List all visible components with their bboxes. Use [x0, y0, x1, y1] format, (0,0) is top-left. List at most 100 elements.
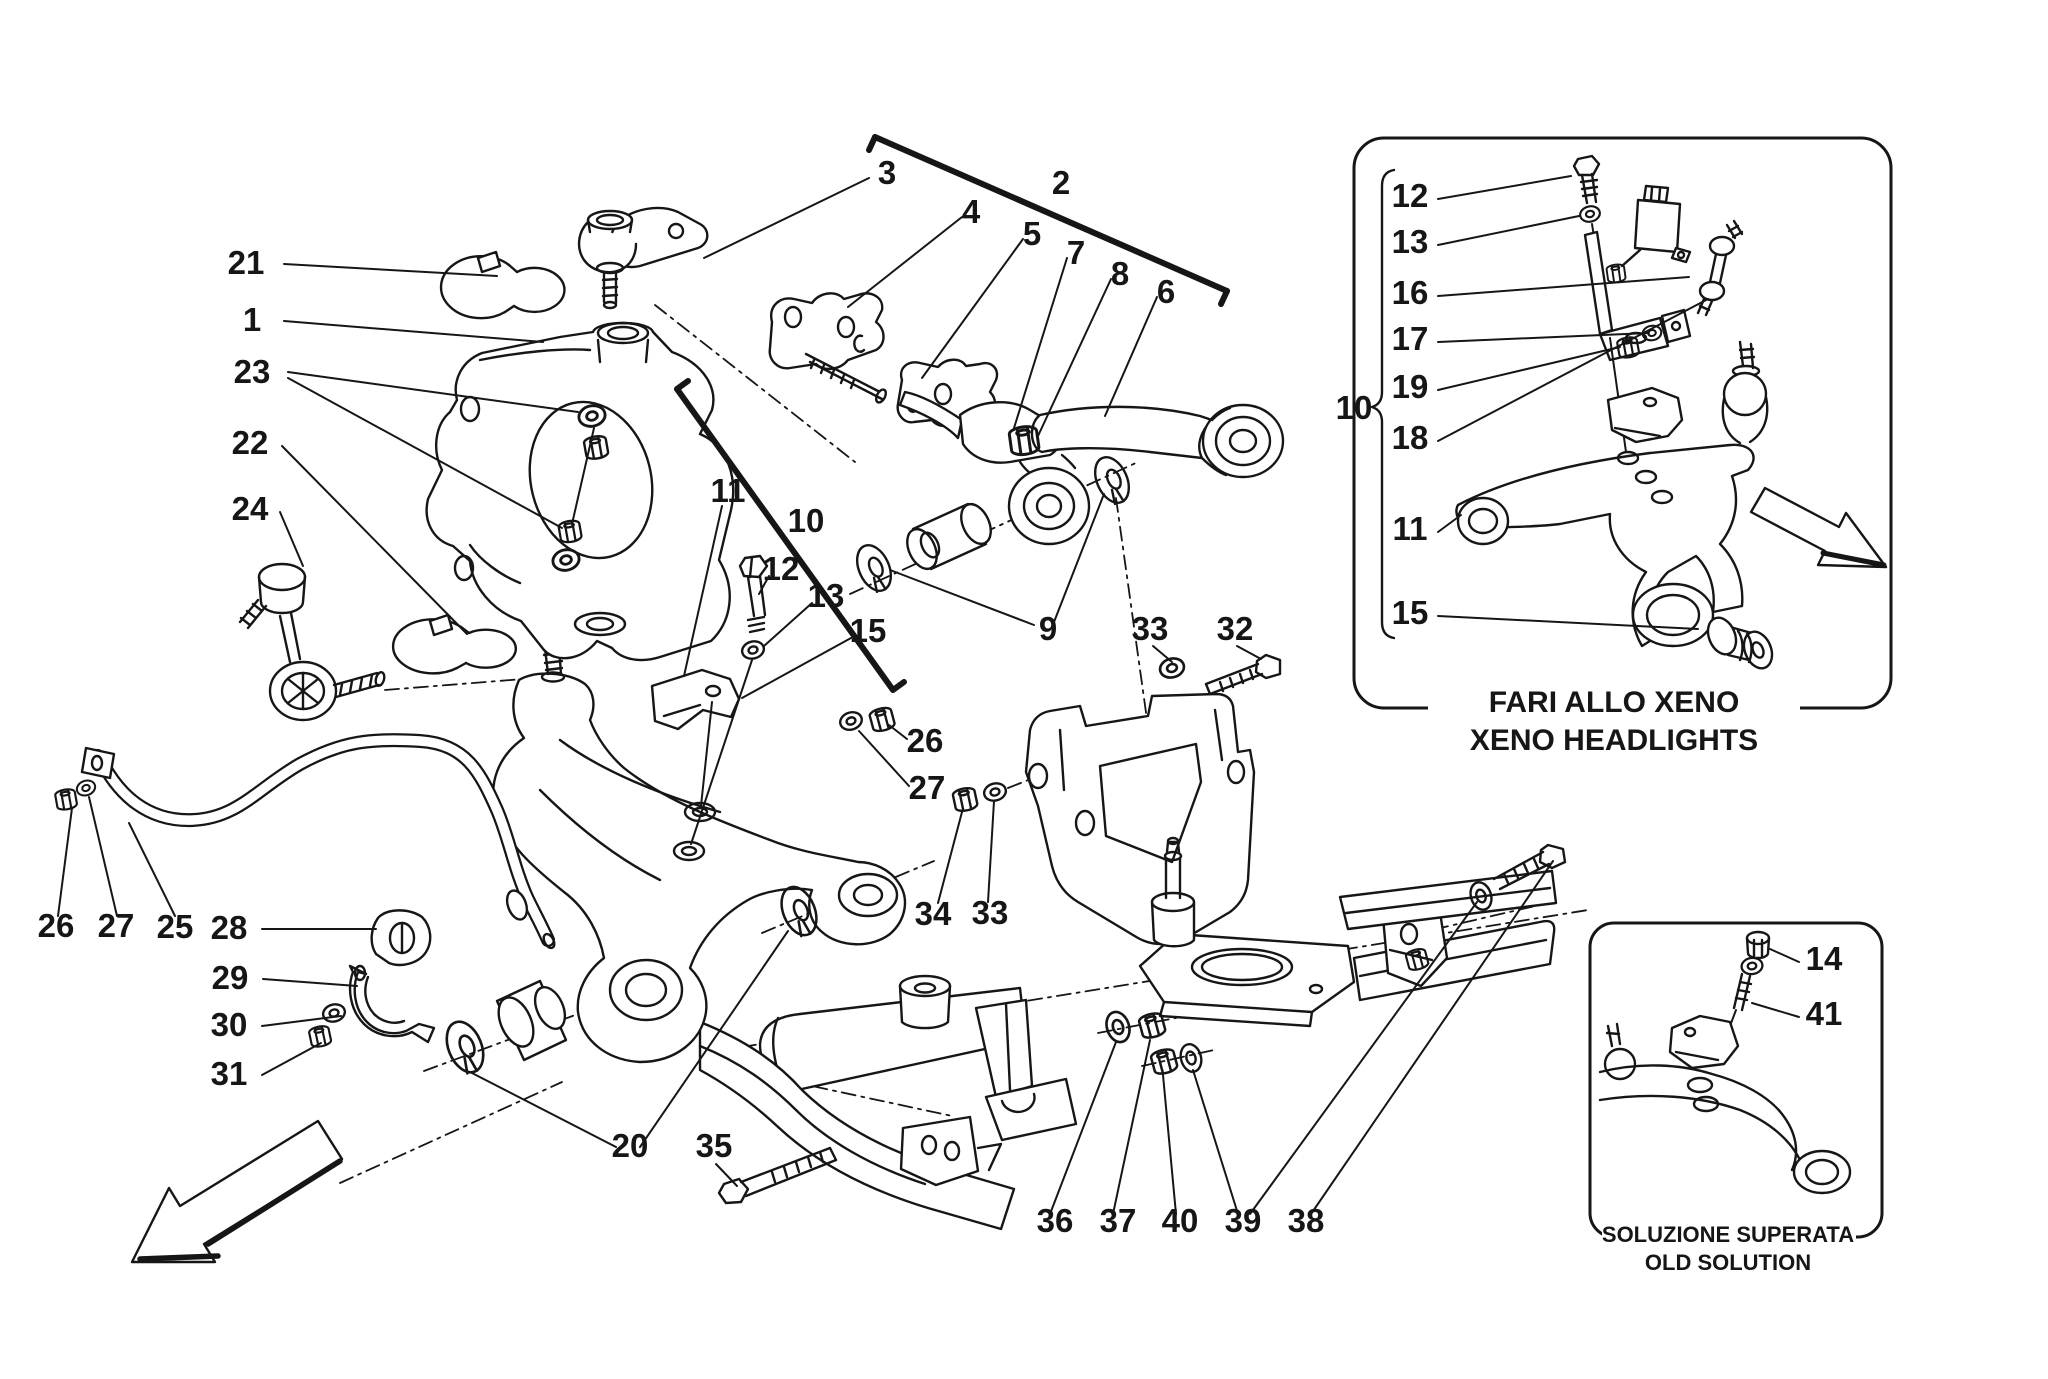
part-bushing-set-9 [849, 450, 1137, 598]
sensor-link [1696, 219, 1744, 317]
callout-26: 26 [38, 907, 75, 944]
leader-x18 [1437, 298, 1709, 442]
leader-x15 [1437, 615, 1699, 630]
leader-6 [1104, 296, 1158, 417]
callout-7: 7 [1067, 234, 1085, 271]
callout-36: 36 [1037, 1202, 1074, 1239]
leader-x16 [1437, 276, 1690, 297]
inset-old-art [1598, 930, 1852, 1195]
part-stabilizer-bar [53, 733, 556, 950]
leader-x12 [1437, 175, 1572, 200]
leader-31 [261, 1042, 322, 1076]
leader-22 [281, 445, 468, 635]
leader-12 [758, 575, 770, 595]
mid-fasteners [717, 653, 1567, 1205]
callout-inset-13: 13 [1392, 223, 1429, 260]
leader-27m [858, 730, 910, 787]
part-clamp-upper [439, 250, 566, 320]
callout-inset-16: 16 [1392, 274, 1429, 311]
part-stabilizer-link [238, 562, 386, 722]
leader-14 [1769, 948, 1800, 963]
callout-15: 15 [850, 612, 887, 649]
callout-25: 25 [157, 908, 194, 945]
inset-xeno-caption-en: XENO HEADLIGHTS [1470, 724, 1758, 757]
callout-inset-17: 17 [1392, 320, 1429, 357]
leader-33 [1152, 645, 1173, 663]
bolt-38 [1403, 843, 1567, 973]
callout-inset-10: 10 [1336, 389, 1373, 426]
inset-leader-lines [1437, 175, 1709, 630]
callout-38: 38 [1288, 1202, 1325, 1239]
leader-35 [715, 1163, 738, 1187]
callout-39: 39 [1225, 1202, 1262, 1239]
part-lower-wishbone [438, 646, 907, 1079]
callout-10-brace [1370, 168, 1396, 640]
callout-labels: 21 1 23 22 24 3 2 4 5 7 8 6 11 10 12 13 … [38, 154, 1843, 1239]
inset-old-caption-en: OLD SOLUTION [1645, 1250, 1811, 1275]
callout-27: 27 [98, 907, 135, 944]
leader-20a [469, 1071, 617, 1148]
leader-26m [888, 724, 908, 740]
callout-13: 13 [808, 577, 845, 614]
leader-27 [88, 796, 118, 917]
leader-5 [921, 238, 1024, 379]
leader-25 [128, 822, 176, 917]
leader-37 [1112, 1039, 1151, 1215]
callout-8: 8 [1111, 255, 1129, 292]
leader-39a [1192, 1069, 1239, 1215]
leader-33b [987, 800, 995, 903]
leader-30 [261, 1015, 342, 1027]
callout-31: 31 [211, 1055, 248, 1092]
callout-12: 12 [763, 550, 800, 587]
leader-41 [1751, 1002, 1800, 1018]
callout-20: 20 [612, 1127, 649, 1164]
callout-inset-11: 11 [1393, 510, 1428, 547]
callout-11: 11 [711, 472, 746, 509]
callout-1: 1 [243, 301, 261, 338]
callout-35: 35 [696, 1127, 733, 1164]
knuckle-fasteners-23 [549, 401, 611, 575]
leader-23a [287, 371, 579, 413]
part-clamp-lower [391, 613, 517, 675]
leader-36 [1049, 1041, 1117, 1215]
callout-4: 4 [962, 193, 981, 230]
leader-11 [683, 505, 723, 677]
leader-x17 [1437, 332, 1650, 343]
leader-x13 [1437, 215, 1580, 246]
part-subframe [698, 692, 1558, 1231]
leader-9b [1053, 493, 1105, 623]
part-upper-wishbone [849, 390, 1285, 598]
callout-6: 6 [1157, 273, 1175, 310]
callout-32: 32 [1217, 610, 1254, 647]
callout-29: 29 [212, 959, 249, 996]
leader-3 [703, 177, 870, 259]
leader-x11 [1437, 514, 1462, 533]
part-upper-balljoint-arm [577, 206, 709, 310]
callout-23: 23 [234, 353, 271, 390]
leader-9a [889, 569, 1035, 626]
callout-inset-12: 12 [1392, 177, 1429, 214]
thick-ref-line-10 [674, 378, 907, 693]
leader-40 [1162, 1074, 1177, 1215]
callout-10: 10 [788, 502, 825, 539]
leader-34 [937, 811, 963, 904]
subframe-stud [1150, 836, 1196, 948]
leader-1 [283, 320, 544, 343]
callout-26-mid: 26 [907, 722, 944, 759]
subframe-boss [898, 974, 952, 1030]
callout-34: 34 [915, 895, 952, 932]
callout-37: 37 [1100, 1202, 1137, 1239]
callout-inset-15: 15 [1392, 594, 1429, 631]
inset-old-solution: SOLUZIONE SUPERATA OLD SOLUTION [1588, 921, 1884, 1278]
callout-27-mid: 27 [909, 769, 946, 806]
leader-32 [1236, 645, 1262, 660]
leader-29 [262, 978, 358, 987]
inset-lower-arm [1455, 340, 1774, 670]
callout-30: 30 [211, 1006, 248, 1043]
part-stabilizer-clamp [307, 909, 436, 1050]
leader-26 [57, 807, 73, 917]
leader-20b [639, 930, 789, 1148]
leader-7 [1013, 257, 1068, 429]
